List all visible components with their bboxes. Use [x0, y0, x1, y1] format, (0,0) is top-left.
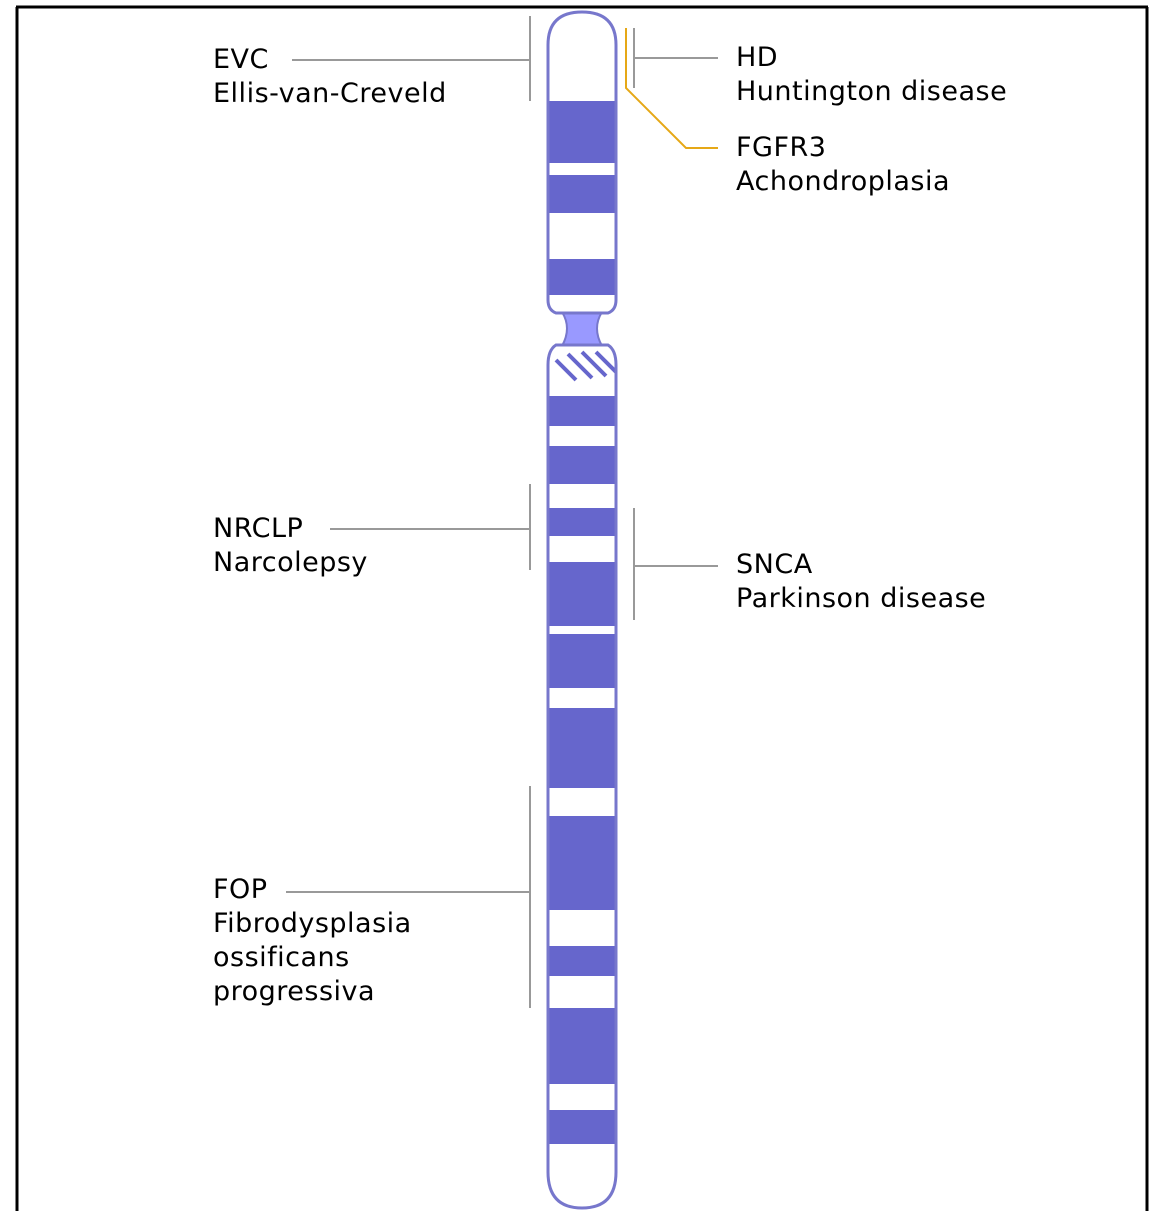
band-q-dark: [548, 396, 616, 426]
band-q-dark: [548, 446, 616, 484]
band-q-dark: [548, 816, 616, 910]
snca-annotation: SNCA Parkinson disease: [736, 548, 986, 616]
fgfr3-annotation: FGFR3 Achondroplasia: [736, 131, 950, 199]
fgfr3-leader: [626, 28, 718, 148]
disease-name-line: Fibrodysplasia: [213, 907, 412, 941]
p-arm-bands: [548, 0, 616, 315]
band-p-light: [548, 163, 616, 175]
disease-name: Achondroplasia: [736, 165, 950, 199]
band-q-light: [548, 484, 616, 508]
band-q-dark: [548, 1110, 616, 1144]
band-q-light: [548, 688, 616, 708]
band-p-dark: [548, 175, 616, 213]
band-p-light: [548, 213, 616, 259]
band-q-dark: [548, 1008, 616, 1084]
band-p-dark: [548, 259, 616, 295]
band-q-light: [548, 1084, 616, 1110]
disease-name-line: ossificans: [213, 941, 412, 975]
gene-symbol: FOP: [213, 873, 412, 907]
disease-name: Huntington disease: [736, 75, 1007, 109]
disease-name: Parkinson disease: [736, 582, 986, 616]
gene-symbol: SNCA: [736, 548, 986, 582]
band-q-light: [548, 626, 616, 634]
fop-annotation: FOP Fibrodysplasia ossificans progressiv…: [213, 873, 412, 1009]
gene-symbol: HD: [736, 41, 1007, 75]
band-q-light: [548, 788, 616, 816]
centromere: [562, 312, 602, 346]
gene-symbol: FGFR3: [736, 131, 950, 165]
gene-symbol: EVC: [213, 43, 447, 77]
band-q-light: [548, 910, 616, 946]
gene-symbol: NRCLP: [213, 512, 368, 546]
band-q-dark: [548, 708, 616, 788]
band-p-light: [548, 0, 616, 101]
disease-name: Ellis-van-Creveld: [213, 77, 447, 111]
band-q-light: [548, 536, 616, 562]
disease-name-line: progressiva: [213, 975, 412, 1009]
q-arm-bands: [548, 340, 616, 1211]
band-q-light: [548, 426, 616, 446]
band-q-dark: [548, 562, 616, 626]
band-p-dark: [548, 101, 616, 163]
band-q-dark: [548, 946, 616, 976]
band-q-dark: [548, 634, 616, 688]
evc-annotation: EVC Ellis-van-Creveld: [213, 43, 447, 111]
band-q-light: [548, 976, 616, 1008]
disease-name: Narcolepsy: [213, 546, 368, 580]
band-q-dark: [548, 508, 616, 536]
nrclp-annotation: NRCLP Narcolepsy: [213, 512, 368, 580]
hd-annotation: HD Huntington disease: [736, 41, 1007, 109]
